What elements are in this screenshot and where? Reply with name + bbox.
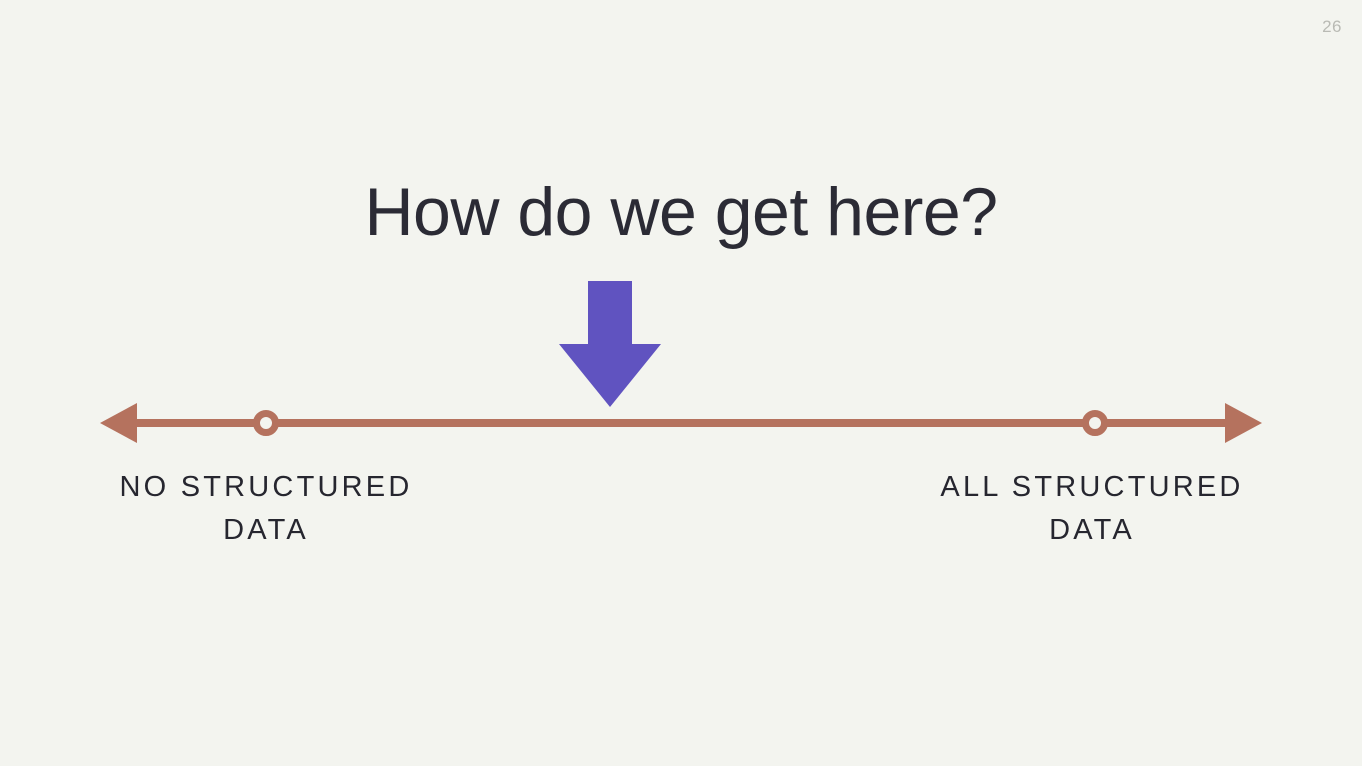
axis-label-right: ALL STRUCTURED DATA xyxy=(940,471,1244,546)
spectrum-axis xyxy=(0,398,1362,450)
left-arrowhead xyxy=(100,403,137,443)
right-arrowhead xyxy=(1225,403,1262,443)
down-arrow-icon xyxy=(559,281,661,407)
axis-label-left: NO STRUCTURED DATA xyxy=(119,471,413,546)
left-marker xyxy=(253,410,279,436)
right-marker xyxy=(1082,410,1108,436)
page-title: How do we get here? xyxy=(364,174,998,250)
page-number: 26 xyxy=(1322,17,1342,36)
